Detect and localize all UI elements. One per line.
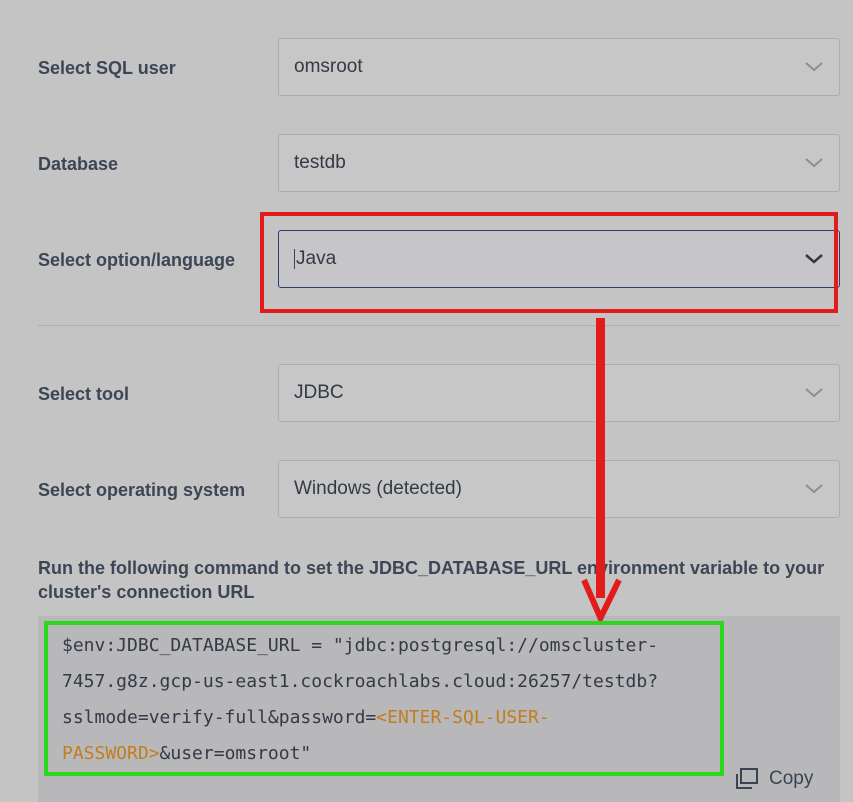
chevron-down-icon <box>805 484 823 494</box>
copy-button[interactable]: Copy <box>735 765 813 793</box>
sql-user-select[interactable]: omsroot <box>278 38 840 96</box>
language-value: Java <box>294 248 336 270</box>
database-label: Database <box>38 154 119 174</box>
language-label: Select option/language <box>38 250 236 270</box>
code-line-2: 7457.g8z.gcp-us-east1.cockroachlabs.clou… <box>62 671 659 692</box>
instructions-text: Run the following command to set the JDB… <box>38 558 825 602</box>
os-label: Select operating system <box>38 480 246 500</box>
language-select[interactable]: Java <box>278 230 840 288</box>
tool-value: JDBC <box>294 382 344 403</box>
password-placeholder: <ENTER-SQL-USER- <box>376 707 550 728</box>
chevron-down-icon <box>805 388 823 398</box>
copy-label: Copy <box>769 768 814 789</box>
code-line-3: sslmode=verify-full&password= <box>62 707 377 728</box>
code-line-1: $env:JDBC_DATABASE_URL = "jdbc:postgresq… <box>62 635 659 656</box>
database-select[interactable]: testdb <box>278 134 840 192</box>
chevron-down-icon <box>805 254 823 264</box>
code-block <box>38 616 840 802</box>
tool-select[interactable]: JDBC <box>278 364 840 422</box>
password-placeholder-cont: PASSWORD> <box>62 743 160 764</box>
sql-user-value: omsroot <box>294 56 363 77</box>
connection-command: $env:JDBC_DATABASE_URL = "jdbc:postgresq… <box>62 628 722 772</box>
language-value-text: Java <box>296 248 337 269</box>
os-value: Windows (detected) <box>294 478 462 499</box>
tool-label: Select tool <box>38 384 130 404</box>
chevron-down-icon <box>805 158 823 168</box>
text-caret <box>294 248 295 269</box>
sql-user-label: Select SQL user <box>38 58 176 78</box>
chevron-down-icon <box>805 62 823 72</box>
os-select[interactable]: Windows (detected) <box>278 460 840 518</box>
section-divider <box>38 325 840 326</box>
code-line-4: &user=omsroot" <box>159 743 312 764</box>
database-value: testdb <box>294 152 346 173</box>
copy-icon <box>736 768 758 789</box>
